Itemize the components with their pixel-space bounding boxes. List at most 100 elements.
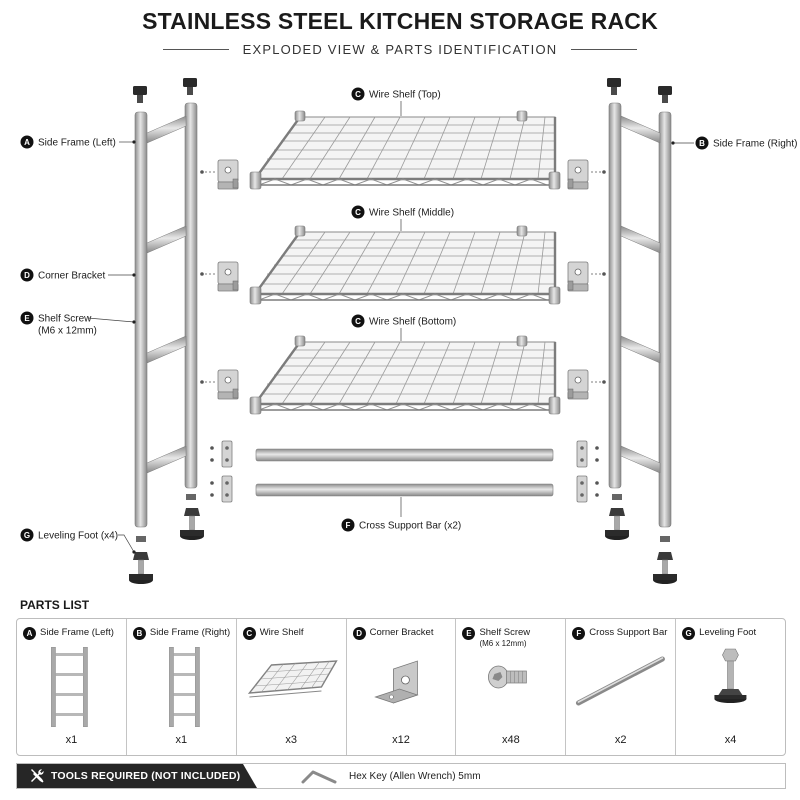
part-name: Shelf Screw(M6 x 12mm) [479, 627, 530, 649]
part-badge: A [23, 627, 36, 640]
screw-icon [488, 665, 528, 689]
leveling-foot-icon [128, 551, 154, 585]
subtitle-rule-left [162, 49, 229, 50]
page-subtitle: EXPLODED VIEW & PARTS IDENTIFICATION [242, 42, 558, 57]
tools-required-bar: TOOLS REQUIRED (NOT INCLUDED) Hex Key (A… [16, 763, 786, 789]
callout-shelf-middle: C Wire Shelf (Middle) [351, 205, 454, 231]
hex-key-icon [301, 770, 337, 784]
callout-side-frame-right: B Side Frame (Right) [671, 136, 797, 150]
parts-list-title: PARTS LIST [20, 598, 90, 612]
part-quantity: x3 [285, 734, 297, 746]
part-badge: G [682, 627, 696, 640]
tools-required-heading-box: TOOLS REQUIRED (NOT INCLUDED) [17, 764, 257, 788]
leveling-foot-icon [179, 507, 205, 541]
wire-shelf-middle [248, 224, 562, 306]
tools-item-label: Hex Key (Allen Wrench) 5mm [349, 770, 481, 782]
svg-text:C: C [355, 90, 361, 99]
callout-cross-support-bar: F Cross Support Bar (x2) [341, 497, 461, 532]
parts-list-item: A Side Frame (Left) x1 [17, 619, 127, 755]
svg-text:Leveling Foot (x4): Leveling Foot (x4) [38, 531, 118, 542]
side-frame-icon [169, 647, 200, 727]
tools-required-heading: TOOLS REQUIRED (NOT INCLUDED) [51, 770, 241, 782]
corner-bracket-icon [199, 369, 239, 400]
svg-text:Wire Shelf (Bottom): Wire Shelf (Bottom) [369, 317, 456, 328]
svg-text:G: G [24, 531, 30, 540]
subtitle-rule-right [571, 49, 638, 50]
svg-text:E: E [24, 314, 30, 323]
callout-shelf-bottom: C Wire Shelf (Bottom) [351, 314, 456, 341]
callout-shelf-screw: E Shelf Screw (M6 x 12mm) [20, 311, 136, 337]
callout-corner-bracket: D Corner Bracket [20, 268, 136, 282]
part-badge: F [572, 627, 586, 640]
part-quantity: x2 [614, 734, 627, 746]
part-quantity: x4 [724, 734, 737, 746]
svg-text:Side Frame (Left): Side Frame (Left) [38, 138, 116, 149]
svg-text:D: D [24, 271, 30, 280]
svg-text:F: F [346, 521, 351, 530]
part-name-text: Shelf Screw [479, 627, 531, 638]
corner-bracket-icon [199, 261, 239, 292]
svg-text:Cross Support Bar (x2): Cross Support Bar (x2) [359, 521, 461, 532]
side-frame-icon [51, 647, 88, 727]
part-name: Side Frame (Left) [40, 627, 114, 638]
part-quantity: x1 [175, 734, 188, 746]
svg-text:(M6 x 12mm): (M6 x 12mm) [38, 326, 97, 337]
part-badge: C [242, 627, 256, 640]
bar-bracket-icon [576, 440, 588, 468]
svg-text:C: C [355, 317, 361, 326]
callout-side-frame-left: A Side Frame (Left) [20, 135, 136, 149]
part-name: Side Frame (Right) [149, 627, 231, 638]
page-title: STAINLESS STEEL KITCHEN STORAGE RACK [142, 8, 658, 34]
wire-shelf-bottom [248, 334, 562, 416]
part-spec: (M6 x 12mm) [479, 639, 527, 648]
corner-bracket-icon [199, 159, 239, 190]
part-name: Wire Shelf [259, 627, 304, 638]
corner-bracket-icon [567, 369, 607, 400]
svg-text:Wire Shelf (Middle): Wire Shelf (Middle) [369, 208, 454, 219]
part-name: Corner Bracket [369, 627, 434, 638]
svg-text:Shelf Screw: Shelf Screw [38, 314, 92, 325]
support-bar-icon [576, 656, 666, 706]
side-frame-left [133, 78, 198, 528]
bar-bracket-icon [576, 475, 588, 503]
frame-cap-icon [183, 78, 197, 95]
leveling-foot-icon [652, 551, 678, 585]
exploded-view-diagram: A Side Frame (Left) B Side Frame (Right)… [20, 78, 797, 585]
svg-text:Corner Bracket: Corner Bracket [38, 271, 105, 282]
svg-text:Wire Shelf (Top): Wire Shelf (Top) [369, 90, 441, 101]
part-badge: D [352, 627, 366, 640]
callout-leveling-foot: G Leveling Foot (x4) [20, 528, 136, 554]
frame-cap-icon [607, 78, 621, 95]
side-frame-right [607, 78, 672, 528]
leveling-foot-icon [604, 507, 630, 541]
bar-bracket-icon [221, 475, 233, 503]
part-badge: E [462, 627, 476, 640]
svg-text:A: A [24, 138, 30, 147]
leveling-foot-icon [714, 648, 747, 703]
cross-support-bars [210, 440, 599, 503]
corner-bracket-icon [373, 660, 419, 704]
corner-bracket-icon [567, 159, 607, 190]
callout-shelf-top: C Wire Shelf (Top) [351, 87, 441, 116]
part-quantity: x1 [65, 734, 78, 746]
frame-cap-icon [133, 86, 147, 103]
bar-bracket-icon [221, 440, 233, 468]
part-name: Cross Support Bar [589, 627, 668, 638]
tools-item: Hex Key (Allen Wrench) 5mm [269, 764, 481, 788]
part-quantity: x48 [501, 734, 520, 746]
part-quantity: x12 [392, 734, 410, 746]
svg-text:Side Frame (Right): Side Frame (Right) [713, 139, 797, 150]
part-name: Leveling Foot [699, 627, 757, 638]
frame-cap-icon [658, 86, 672, 103]
corner-bracket-icon [567, 261, 607, 292]
subtitle-row: EXPLODED VIEW & PARTS IDENTIFICATION [0, 42, 800, 57]
svg-text:B: B [699, 139, 705, 148]
svg-text:C: C [355, 208, 361, 217]
